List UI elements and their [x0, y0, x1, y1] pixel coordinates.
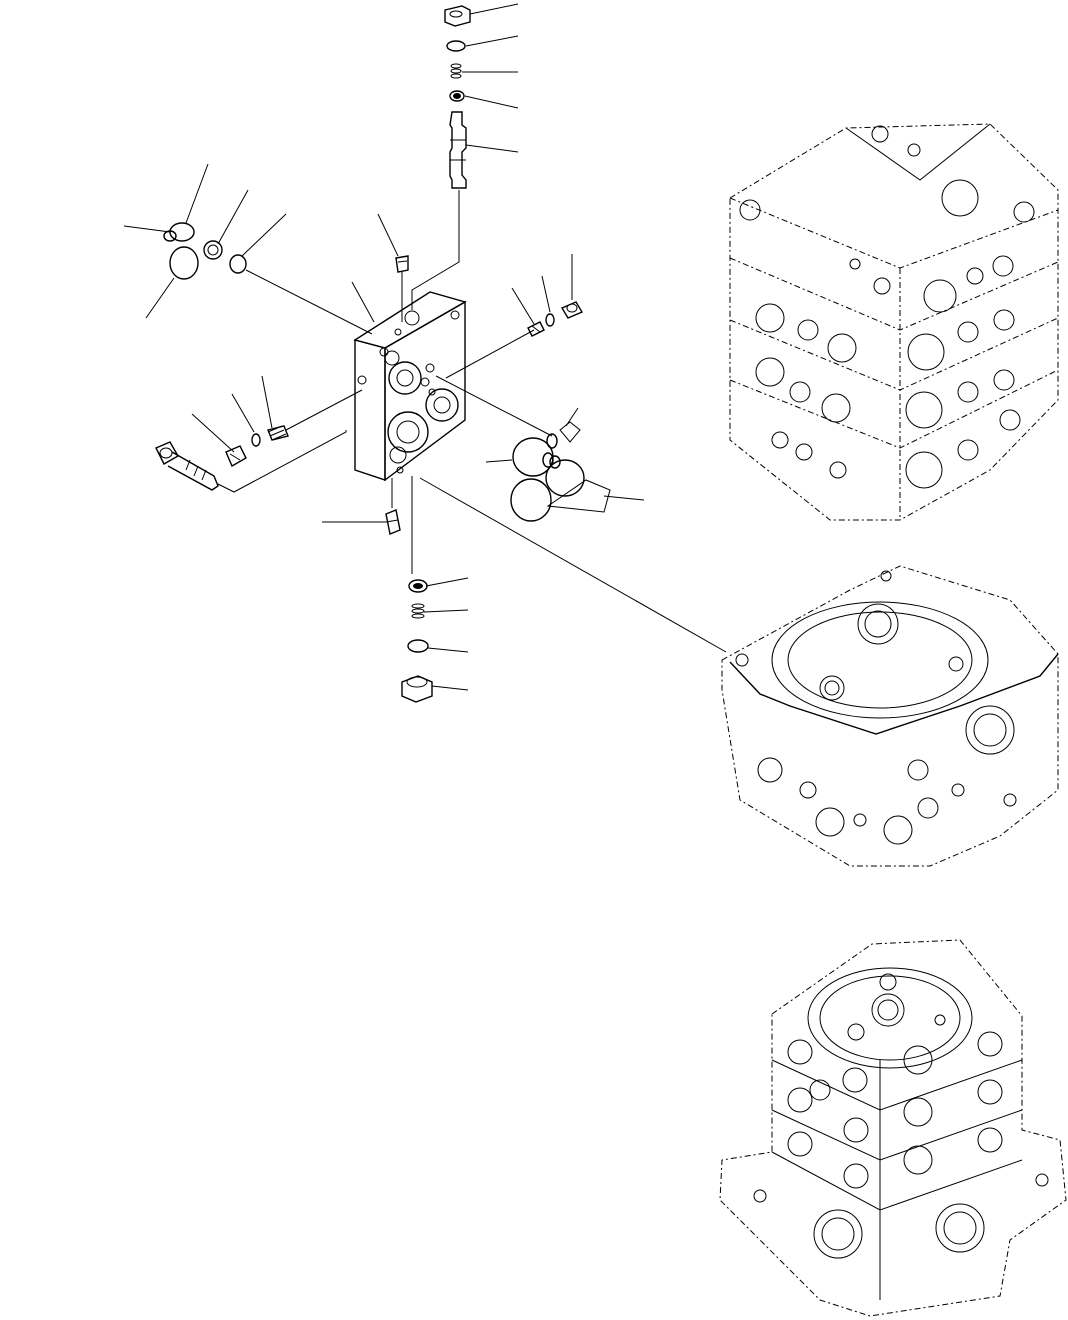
- bottom-part-stack: [322, 476, 469, 703]
- valve-assembly-lower-view: [719, 939, 1067, 1317]
- bolt-icon: [155, 430, 347, 493]
- o-ring-icon: [251, 433, 261, 447]
- washer-icon: [203, 240, 223, 260]
- o-ring-icon: [229, 254, 247, 274]
- cap-plug-icon: [560, 301, 584, 319]
- left-seal-group: [123, 163, 373, 335]
- check-plug-icon: [385, 509, 401, 535]
- assembly-leader-line: [419, 477, 727, 653]
- spool-icon: [449, 111, 467, 189]
- valve-section-block: [353, 291, 467, 482]
- o-ring-icon: [545, 313, 555, 327]
- plug-icon: [225, 445, 247, 467]
- seal-ring-icon: [169, 246, 199, 280]
- o-ring-kit-group: [435, 375, 645, 522]
- top-plug-icon: [444, 5, 471, 27]
- valve-assembly-upper-view: [729, 123, 1059, 521]
- bottom-plug-icon: [401, 675, 433, 703]
- spring-icon: [267, 425, 289, 441]
- o-ring-icon: [446, 40, 466, 52]
- small-plug-icon: [351, 213, 409, 323]
- plug-icon: [527, 321, 545, 337]
- o-ring-icon: [407, 639, 429, 653]
- spring-icon: [411, 603, 425, 619]
- valve-assembly-middle-view: [721, 565, 1059, 867]
- left-plug-group: [191, 375, 363, 467]
- spring-icon: [450, 63, 462, 79]
- retainer-ring-icon: [408, 579, 428, 593]
- top-spool-stack: [411, 3, 519, 310]
- right-plug-group: [445, 254, 584, 379]
- retainer-ring-icon: [449, 90, 465, 102]
